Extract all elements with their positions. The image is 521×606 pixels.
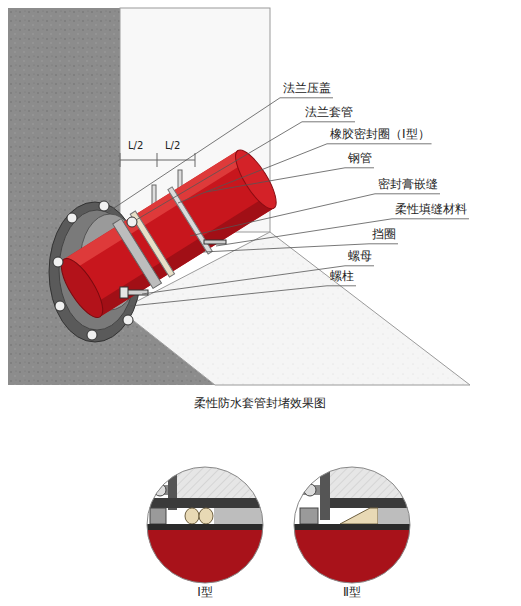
detail-label: Ⅰ型 [197, 586, 213, 600]
detail-type-2 [290, 460, 420, 590]
part-label: 橡胶密封圈（Ⅰ型） [330, 128, 430, 142]
leader-line [142, 266, 374, 294]
part-label: 螺柱 [330, 270, 354, 284]
detail-frame [147, 467, 263, 583]
part-label: 柔性填缝材料 [395, 203, 467, 217]
part-label: 法兰套管 [305, 106, 353, 120]
steel-pipe [52, 141, 286, 326]
leader-line [216, 219, 469, 246]
leader-line [136, 122, 355, 220]
leader-line [130, 286, 356, 306]
part-label: 密封膏嵌缝 [378, 178, 438, 192]
detail-label: Ⅱ型 [343, 586, 361, 600]
detail-frame [294, 467, 410, 583]
caption: 柔性防水套管封堵效果图 [194, 397, 326, 411]
part-label: 法兰压盖 [283, 82, 331, 96]
bolts-nuts [53, 201, 226, 340]
part-label: 螺母 [348, 250, 372, 264]
dimension-label: L/2 [128, 140, 143, 152]
leader-line [206, 168, 374, 192]
part-label: 钢管 [348, 152, 372, 166]
dimension-label: L/2 [165, 140, 180, 152]
detail-type-1 [140, 460, 270, 590]
part-label: 挡圈 [372, 228, 396, 242]
